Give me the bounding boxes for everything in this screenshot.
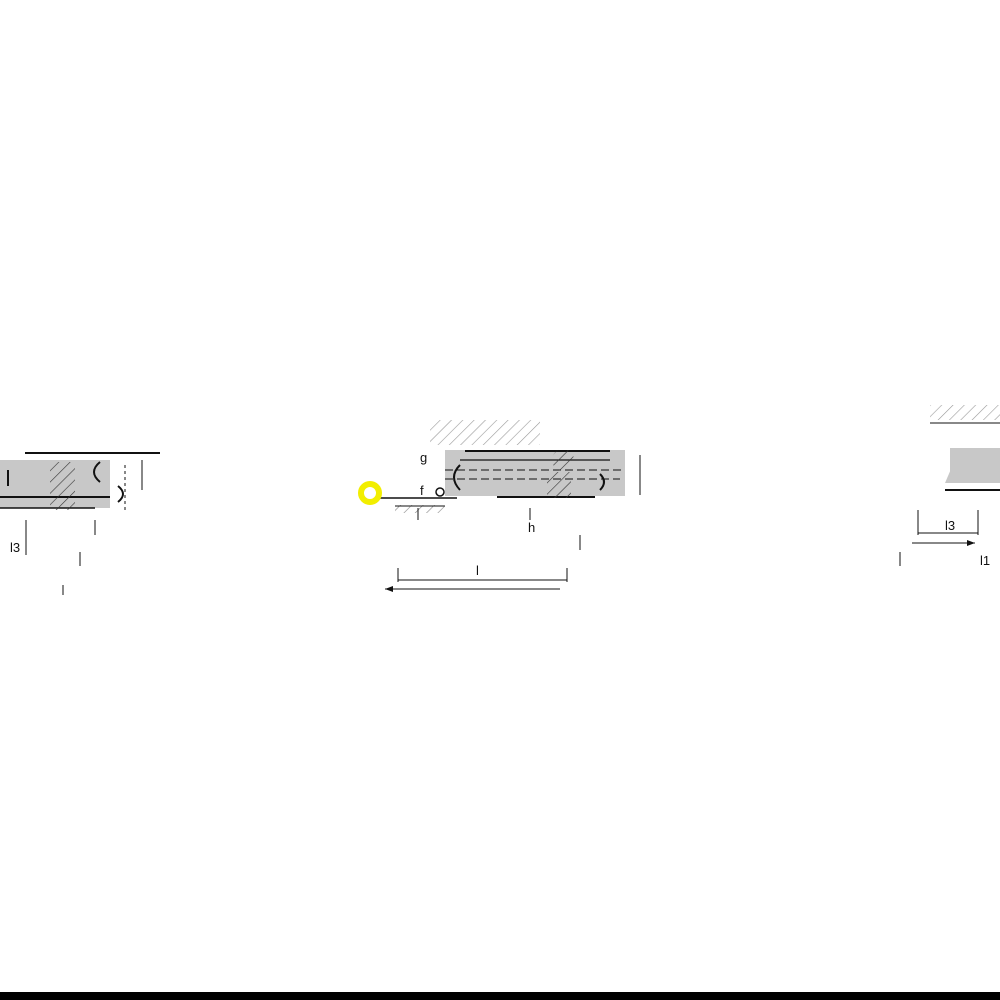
right-view: l3 l1 (899, 405, 1000, 568)
center-label-l: l (476, 563, 479, 578)
right-label-l3: l3 (945, 518, 955, 533)
left-view: l3 (0, 452, 160, 595)
center-label-g: g (420, 450, 427, 465)
right-label-l1: l1 (980, 553, 990, 568)
center-label-h: h (528, 520, 535, 535)
center-label-f: f (420, 483, 424, 498)
center-view: h l f g (358, 420, 641, 592)
bottom-bar (0, 992, 1000, 1000)
left-label-l3: l3 (10, 540, 20, 555)
highlight-marker (358, 481, 382, 505)
